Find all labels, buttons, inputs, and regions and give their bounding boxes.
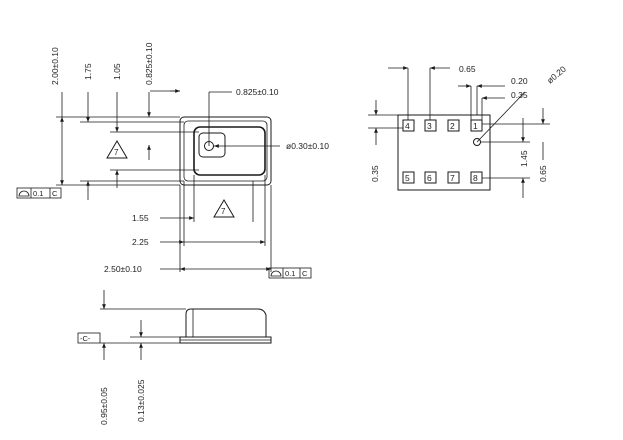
dim-145-label: 1.45 (519, 150, 529, 167)
top-view: 2.00±0.10 1.75 1.05 0.825±0.10 0.825±0.1… (16, 42, 329, 279)
profile-surface-icon (270, 270, 282, 277)
dim-155-label: 1.55 (132, 213, 149, 223)
pin-label-7: 7 (450, 173, 455, 183)
dim-port-offset-label: 0.825±0.10 (144, 42, 154, 85)
package-lid-outline (193, 126, 266, 176)
datum-c-box (77, 332, 101, 344)
pin-6-box (424, 171, 437, 184)
pin-label-1: 1 (473, 121, 478, 131)
tolerance-frame-bottom: 0.1 C (268, 267, 312, 279)
tolerance-bottom-datum: C (302, 269, 308, 278)
dim-port-diameter-label: ø0.30±0.10 (286, 141, 329, 151)
pad-outline (397, 114, 491, 191)
package-outer-outline (179, 116, 272, 186)
pin-label-3: 3 (427, 121, 432, 131)
dim-225-label: 2.25 (132, 237, 149, 247)
dim-065-right-label: 0.65 (538, 165, 548, 182)
pin-4-box (402, 119, 415, 132)
profile-surface-icon (18, 190, 30, 197)
pin-label-8: 8 (473, 173, 478, 183)
acoustic-port-recess (198, 132, 226, 158)
note-triangle-left (106, 140, 128, 159)
pin-8-box (470, 171, 483, 184)
dim-035-left-label: 0.35 (370, 165, 380, 182)
tolerance-left-value: 0.1 (33, 189, 43, 198)
note-triangle-bottom (213, 199, 235, 218)
pin-label-2: 2 (450, 121, 455, 131)
dim-105-label: 1.05 (112, 63, 122, 80)
tolerance-frame-left: 0.1 C (16, 187, 62, 199)
dim-total-height-label: 2.00±0.10 (50, 47, 60, 85)
tolerance-left-datum: C (52, 189, 58, 198)
datum-c-label: -C- (80, 334, 91, 343)
dim-pitch-label: 0.65 (459, 64, 476, 74)
dim-total-width-label: 2.50±0.10 (104, 264, 142, 274)
dim-side-height-label: 0.95±0.05 (99, 387, 109, 425)
package-middle-outline (183, 120, 268, 182)
pin-5-box (402, 171, 415, 184)
tolerance-bottom-value: 0.1 (285, 269, 295, 278)
dim-035-top-label: 0.35 (511, 90, 528, 100)
note-symbol-bottom: 7 (221, 207, 226, 216)
dim-pad-diameter-label: ø0.20 (545, 64, 568, 86)
pin-1-box (470, 119, 483, 132)
pin-2-box (447, 119, 460, 132)
dim-port-horizontal-label: 0.825±0.10 (236, 87, 279, 97)
dim-020-label: 0.20 (511, 76, 528, 86)
dim-side-base-label: 0.13±0.025 (136, 379, 146, 422)
note-symbol-left: 7 (114, 148, 119, 157)
pin-label-6: 6 (427, 173, 432, 183)
pin-label-5: 5 (405, 173, 410, 183)
dim-175-label: 1.75 (83, 63, 93, 80)
pin-label-4: 4 (405, 121, 410, 131)
pad-view: 4 3 2 1 5 6 7 8 (368, 64, 568, 198)
side-lid-profile (185, 308, 267, 337)
pin-7-box (447, 171, 460, 184)
pin-3-box (424, 119, 437, 132)
side-view: -C- 0.95±0.05 0.13±0.025 (77, 290, 272, 425)
